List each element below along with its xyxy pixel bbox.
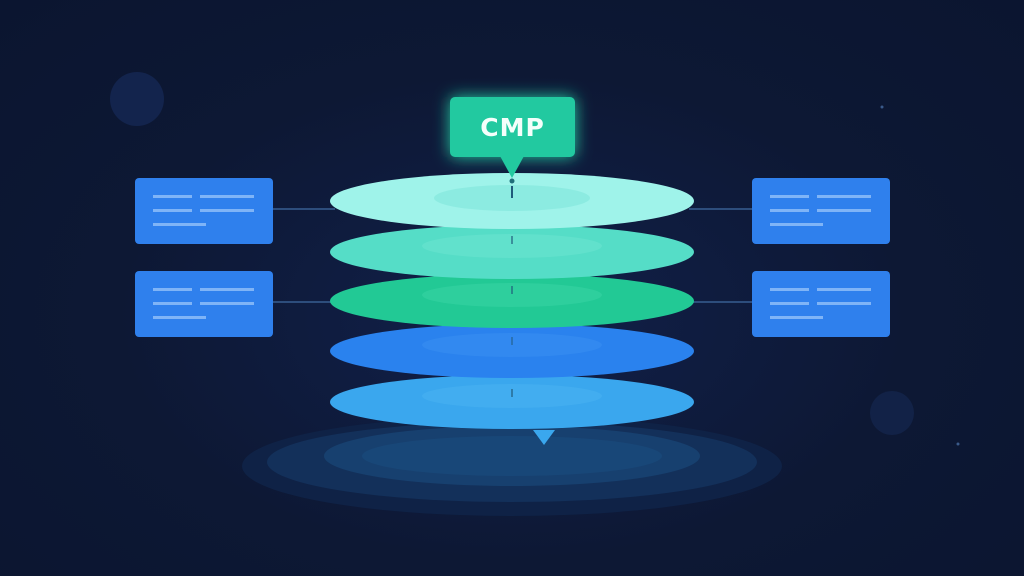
axis-segment bbox=[511, 389, 513, 397]
cmp-tag[interactable] bbox=[450, 97, 575, 184]
axis-segment bbox=[511, 286, 513, 294]
axis-segment bbox=[511, 337, 513, 345]
background-orb bbox=[870, 391, 914, 435]
side-card-bottom-right[interactable] bbox=[752, 271, 890, 337]
layer-5 bbox=[330, 375, 694, 429]
center-axis bbox=[511, 186, 513, 397]
side-card-top-left[interactable] bbox=[135, 178, 273, 244]
background-dot bbox=[956, 442, 960, 446]
layer-2 bbox=[330, 225, 694, 279]
layer-3 bbox=[330, 274, 694, 328]
layer-4 bbox=[330, 324, 694, 378]
tag-anchor-dot bbox=[509, 178, 515, 184]
background-dot bbox=[880, 105, 884, 109]
axis-segment bbox=[511, 236, 513, 244]
background-orb bbox=[110, 72, 164, 126]
connector-lines bbox=[273, 208, 752, 303]
side-card-top-right[interactable] bbox=[752, 178, 890, 244]
base-platform bbox=[242, 416, 782, 516]
tag-pointer-icon bbox=[500, 156, 524, 178]
axis-segment bbox=[511, 186, 513, 198]
bottom-pointer-icon bbox=[533, 430, 555, 445]
side-card-bottom-left[interactable] bbox=[135, 271, 273, 337]
